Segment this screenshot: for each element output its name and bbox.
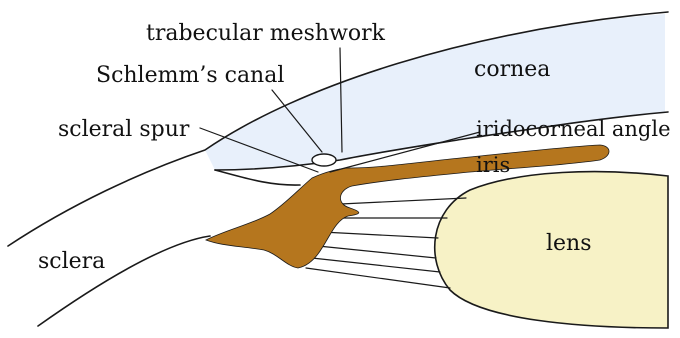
label-schlemms-canal: Schlemm’s canal: [96, 63, 284, 88]
label-iris: iris: [476, 153, 510, 177]
label-iridocorneal-angle: iridocorneal angle: [476, 117, 671, 141]
label-scleral-spur: scleral spur: [58, 117, 190, 142]
schlemms-canal-shape: [312, 154, 336, 166]
label-sclera: sclera: [38, 249, 105, 274]
label-trabecular-meshwork: trabecular meshwork: [146, 21, 386, 46]
label-cornea: cornea: [474, 57, 550, 82]
inner-sclera-line: [215, 170, 300, 185]
label-lens: lens: [546, 231, 592, 256]
